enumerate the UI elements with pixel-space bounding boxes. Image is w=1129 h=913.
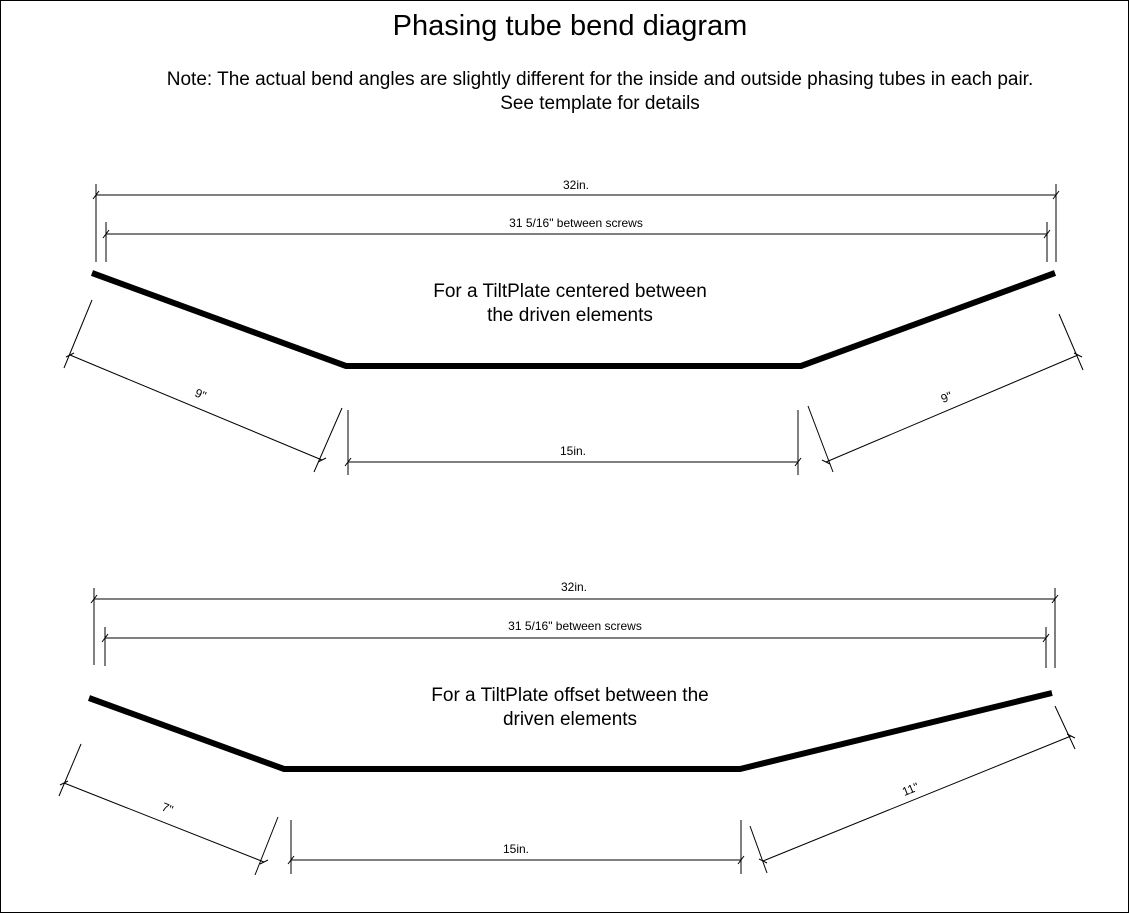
screw-spacing-label-2: 31 5/16" between screws bbox=[508, 619, 642, 633]
screw-spacing-label: 31 5/16" between screws bbox=[509, 216, 643, 230]
phasing-tube-centered bbox=[90, 270, 1057, 369]
left-leg-label-2: 7" bbox=[160, 800, 175, 817]
dimension-screw-spacing-2 bbox=[101, 627, 1050, 668]
phasing-tube-offset bbox=[87, 690, 1053, 772]
left-leg-label: 9" bbox=[193, 386, 208, 403]
diagram-offset: 32in. 31 5/16" between screws 7" 15 bbox=[58, 580, 1076, 876]
dimension-center-section bbox=[344, 410, 802, 475]
right-leg-label: 9" bbox=[939, 389, 954, 406]
overall-length-label: 32in. bbox=[563, 178, 589, 192]
note-line-1: Note: The actual bend angles are slightl… bbox=[166, 69, 1034, 90]
dimension-left-leg-2 bbox=[58, 743, 279, 876]
caption-centered: For a TiltPlate centered between the dri… bbox=[370, 280, 770, 328]
center-section-label-2: 15in. bbox=[503, 842, 529, 856]
caption-centered-line-1: For a TiltPlate centered between bbox=[433, 281, 707, 302]
dimension-screw-spacing bbox=[102, 222, 1051, 262]
diagram-title: Phasing tube bend diagram bbox=[392, 10, 748, 42]
dimension-overall-length-2 bbox=[90, 588, 1059, 668]
dimension-right-leg bbox=[807, 313, 1084, 473]
note-line-2: See template for details bbox=[500, 93, 700, 114]
note-text: Note: The actual bend angles are slightl… bbox=[0, 68, 1129, 116]
caption-offset-line-2: driven elements bbox=[502, 709, 638, 730]
caption-offset-line-1: For a TiltPlate offset between the bbox=[431, 685, 709, 706]
dimension-center-section-2 bbox=[287, 820, 745, 874]
overall-length-label-2: 32in. bbox=[561, 580, 587, 594]
dimension-right-leg-2 bbox=[749, 705, 1076, 874]
diagram-centered: 32in. 31 5/16" between screws 9" 15 bbox=[63, 178, 1084, 475]
dimension-overall-length bbox=[92, 184, 1060, 262]
center-section-label: 15in. bbox=[560, 444, 586, 458]
dimension-left-leg bbox=[63, 299, 343, 473]
caption-centered-line-2: the driven elements bbox=[487, 305, 653, 326]
right-leg-label-2: 11" bbox=[900, 780, 921, 799]
caption-offset: For a TiltPlate offset between the drive… bbox=[370, 684, 770, 732]
